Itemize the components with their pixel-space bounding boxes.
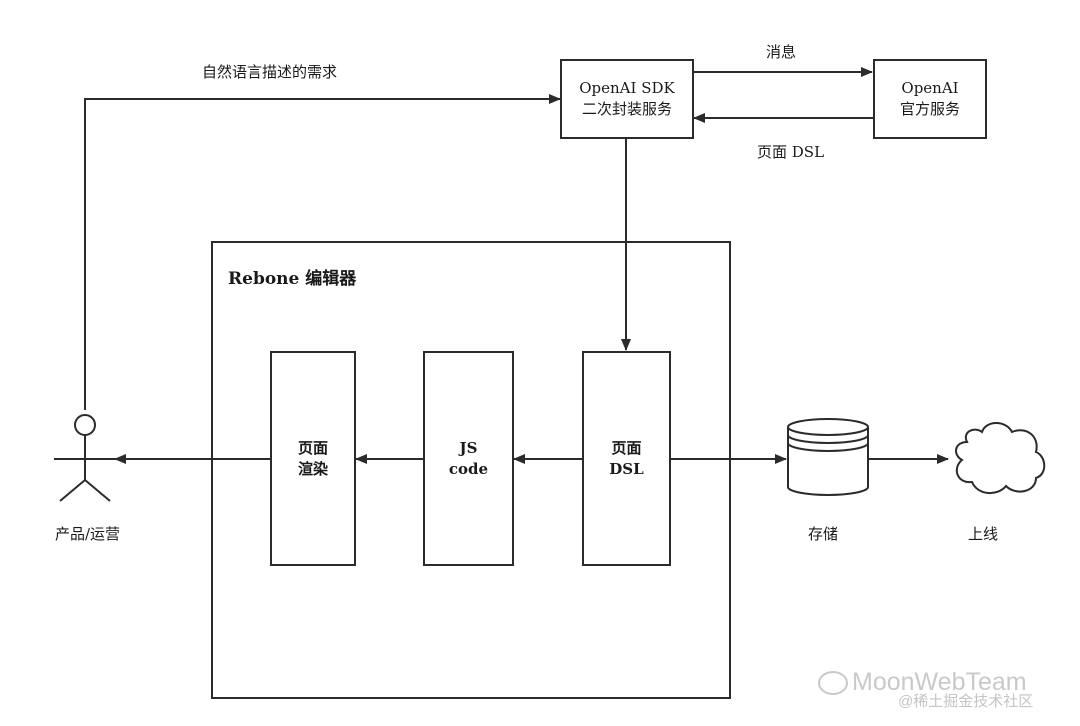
cloud-icon (955, 422, 1046, 494)
dsl-return-label: 页面 DSL (757, 143, 825, 161)
js-box-line2: code (448, 459, 489, 478)
dsl-box-line2: DSL (609, 459, 644, 478)
requirement-label: 自然语言描述的需求 (202, 63, 338, 81)
actor-label: 产品/运营 (55, 525, 121, 543)
sdk-service-line2: 二次封装服务 (581, 100, 672, 118)
render-box-line2: 渲染 (297, 459, 328, 478)
editor-title: Rebone 编辑器 (228, 269, 357, 289)
actor-icon (54, 414, 116, 502)
dsl-box: 页面 DSL (582, 351, 671, 566)
openai-service-box: OpenAI 官方服务 (873, 59, 987, 139)
js-code-box: JS code (423, 351, 514, 566)
wechat-icon (818, 671, 848, 696)
render-box-line1: 页面 (297, 438, 328, 457)
database-icon (787, 418, 869, 496)
dsl-box-line1: 页面 (611, 438, 642, 457)
message-label: 消息 (766, 43, 797, 61)
watermark-site: @稀土掘金技术社区 (898, 693, 1034, 710)
editor-container (211, 241, 731, 699)
sdk-service-box: OpenAI SDK 二次封装服务 (560, 59, 694, 139)
storage-label: 存储 (808, 525, 839, 543)
watermark-brand-text: MoonWebTeam (852, 668, 1027, 696)
sdk-service-line1: OpenAI SDK (579, 79, 675, 97)
openai-service-line1: OpenAI (901, 79, 959, 97)
requirement-arrow (84, 94, 561, 410)
watermark-brand: MoonWebTeam (818, 668, 1027, 697)
render-box: 页面 渲染 (270, 351, 356, 566)
js-box-line1: JS (459, 438, 478, 457)
openai-service-line2: 官方服务 (899, 100, 960, 118)
online-label: 上线 (968, 525, 999, 543)
